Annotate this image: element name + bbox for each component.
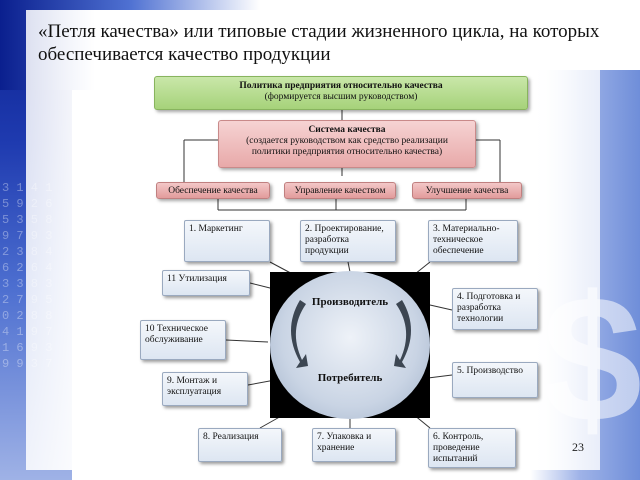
stage-marketing: 1. Маркетинг	[184, 220, 270, 262]
quality-policy-subtitle: (формируется высшим руководством)	[264, 92, 418, 102]
page-number: 23	[572, 440, 584, 454]
stage-procurement: 3. Материально-техническое обеспечение	[428, 220, 518, 262]
cycle-arrow-left-icon	[291, 300, 308, 368]
cycle-arrow-right-icon	[394, 300, 411, 368]
slide-title: «Петля качества» или типовые стадии жизн…	[38, 21, 600, 65]
consumer-label: Потребитель	[317, 372, 383, 384]
stage-sales: 8. Реализация	[198, 428, 282, 462]
quality-system-title: Система качества	[308, 125, 386, 135]
stage-technical-service: 10 Техническое обслуживание	[140, 320, 226, 360]
subsystem-management: Управление качеством	[284, 182, 396, 199]
subsystem-improvement: Улучшение качества	[412, 182, 522, 199]
stage-production: 5. Производство	[452, 362, 538, 398]
stage-inspection: 6. Контроль, проведение испытаний	[428, 428, 516, 468]
stage-packaging: 7. Упаковка и хранение	[312, 428, 396, 462]
subsystem-assurance: Обеспечение качества	[156, 182, 270, 199]
quality-system-line2: (создается руководством как средство реа…	[246, 136, 448, 146]
quality-system-line3: политики предприятия относительно качест…	[251, 147, 443, 157]
stage-installation: 9. Монтаж и эксплуатация	[162, 372, 248, 406]
producer-label: Производитель	[311, 296, 389, 308]
stage-design: 2. Проектирование, разработка продукции	[300, 220, 396, 262]
stage-process-planning: 4. Подготовка и разработка технологии	[452, 288, 538, 330]
quality-system-box: Система качества (создается руководством…	[218, 120, 476, 168]
quality-policy-box: Политика предприятия относительно качест…	[154, 76, 528, 110]
stage-disposal: 11 Утилизация	[162, 270, 250, 296]
quality-policy-title: Политика предприятия относительно качест…	[239, 81, 443, 91]
